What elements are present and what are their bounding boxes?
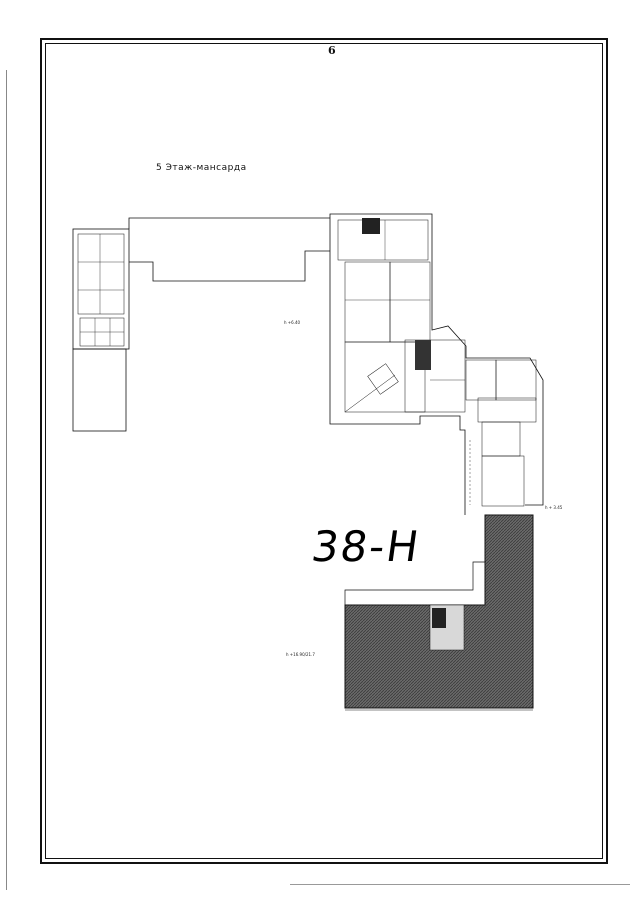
- corridor: [128, 217, 330, 282]
- page-number: 6: [328, 44, 336, 57]
- main-block-upper: [329, 213, 544, 515]
- elevation-label-left: h +6.40: [284, 320, 301, 325]
- unit-38n-area: [344, 514, 534, 711]
- scan-margin-line: [6, 70, 7, 890]
- unit-label: 38-Н: [308, 522, 424, 571]
- left-wing: [72, 228, 130, 432]
- scan-bottom-line: [290, 884, 630, 885]
- drawing-frame-outer: [40, 38, 608, 864]
- floor-title: 5 Этаж-мансарда: [156, 163, 247, 173]
- elevation-label-bottom: h +16.90/21.7: [286, 652, 315, 657]
- drawing-frame-inner: [45, 43, 603, 859]
- elevation-label-right: h + 3.45: [545, 505, 563, 510]
